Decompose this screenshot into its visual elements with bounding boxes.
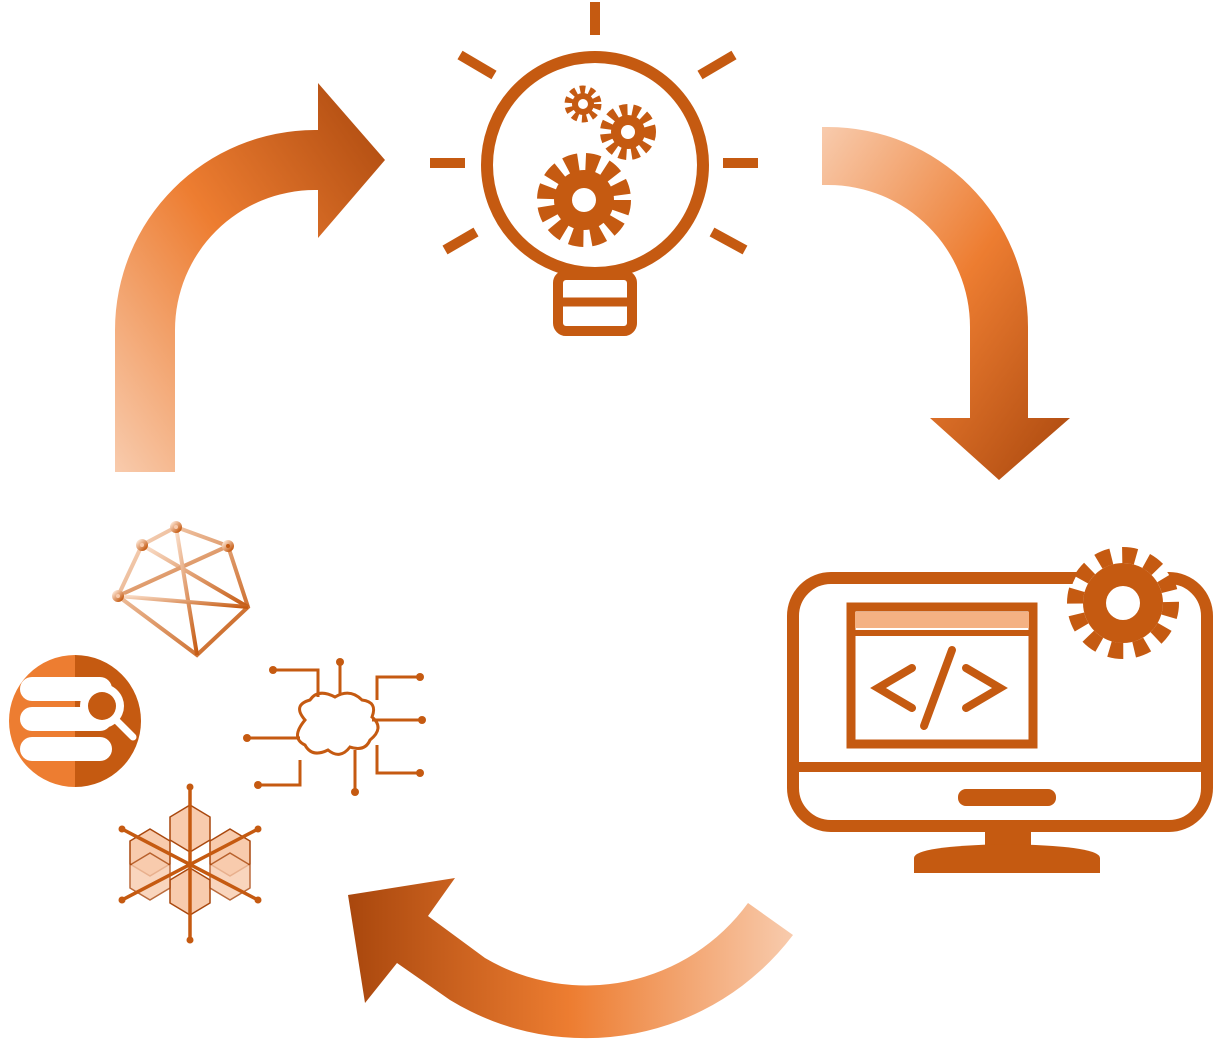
curved-arrow-right-down-icon xyxy=(822,127,1070,480)
database-search-icon xyxy=(9,655,141,787)
gear-icon xyxy=(537,153,631,247)
curved-arrow-bottom-left-icon xyxy=(348,878,793,1039)
gear-icon xyxy=(564,85,602,123)
gear-icon xyxy=(600,104,656,160)
monitor-code-gear-icon xyxy=(787,547,1213,873)
lightbulb-gears-icon xyxy=(430,2,758,336)
curved-arrow-up-right-icon xyxy=(115,83,385,472)
snowflake-hexagon-icon xyxy=(118,783,262,944)
network-graph-icon xyxy=(112,521,251,658)
gear-icon xyxy=(1067,547,1179,659)
code-brackets-icon xyxy=(870,646,1008,730)
cloud-circuit-icon xyxy=(243,658,426,796)
